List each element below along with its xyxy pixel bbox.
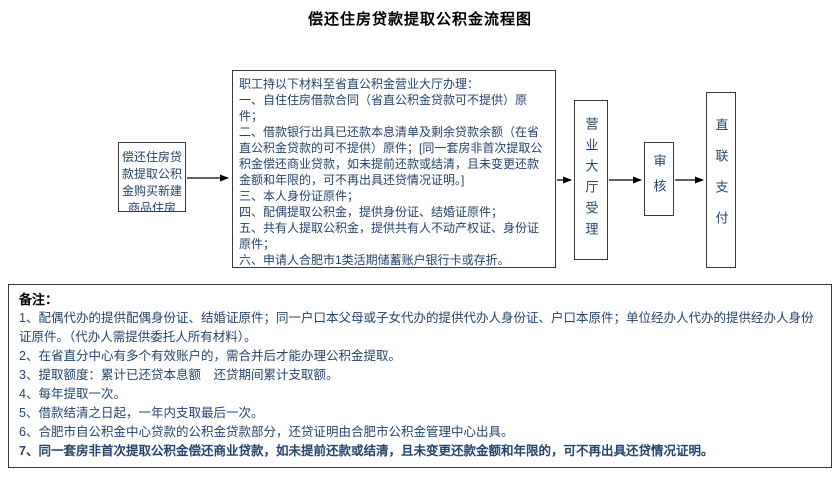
materials-intro: 职工持以下材料至省直公积金营业大厅办理： <box>239 77 480 91</box>
page-title: 偿还住房贷款提取公积金流程图 <box>307 11 532 28</box>
notes-label: 备注： <box>19 292 59 307</box>
materials-item-5: 五、共有人提取公积金，提供共有人不动产权证、身份证原件； <box>239 221 540 251</box>
flow-materials-box: 职工持以下材料至省直公积金营业大厅办理： 一、自住住房借款合同（省直公积金贷款可… <box>232 70 556 268</box>
flow-step-review: 审核 <box>644 142 674 216</box>
note-item-1: 1、配偶代办的提供配偶身份证、结婚证原件；同一户口本父母或子女代办的提供代办人身… <box>19 311 814 344</box>
note-item-2: 2、在省直分中心有多个有效账户的，需合并后才能办理公积金提取。 <box>19 349 401 363</box>
flow-step-hall-acceptance: 营业大厅受理 <box>574 100 608 260</box>
materials-item-2: 二、借款银行出具已还款本息清单及剩余贷款余额（在省直公积金贷款的可不提供）原件；… <box>239 125 543 187</box>
note-item-5: 5、借款结清之日起，一年内支取最后一次。 <box>19 406 264 420</box>
flow-source-text: 偿还住房贷 款提取公积 金购买新建 商品住房 <box>121 150 182 212</box>
notes-section: 备注： 1、配偶代办的提供配偶身份证、结婚证原件；同一户口本父母或子女代办的提供… <box>8 284 832 468</box>
materials-item-3: 三、本人身份证原件； <box>239 189 360 203</box>
note-item-6: 6、合肥市自公积金中心贷款的公积金贷款部分，还贷证明由合肥市公积金管理中心出具。 <box>19 425 514 439</box>
flow-step-direct-payment: 直联支付 <box>706 92 736 268</box>
materials-item-1: 一、自住住房借款合同（省直公积金贷款可不提供）原件； <box>239 93 528 123</box>
materials-item-6: 六、申请人合肥市1类活期储蓄账户银行卡或存折。 <box>239 253 510 267</box>
flow-source-box: 偿还住房贷 款提取公积 金购买新建 商品住房 <box>118 142 186 212</box>
note-item-7: 7、同一套房非首次提取公积金偿还商业贷款，如未提前还款或结清，且未变更还款金额和… <box>19 444 714 458</box>
materials-item-4: 四、配偶提取公积金，提供身份证、结婚证原件； <box>239 205 504 219</box>
note-item-4: 4、每年提取一次。 <box>19 387 126 401</box>
note-item-3: 3、提取额度：累计已还贷本息额 还贷期间累计支取额。 <box>19 368 339 382</box>
